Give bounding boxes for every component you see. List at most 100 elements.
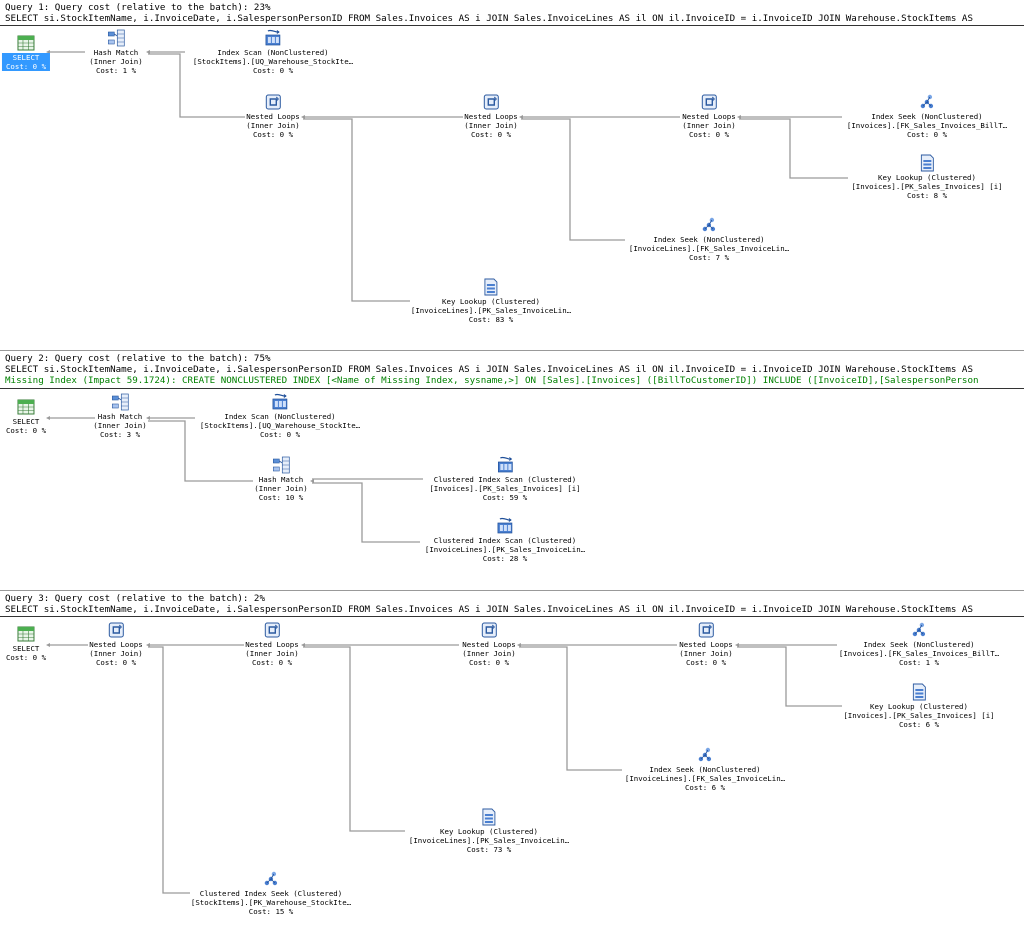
q3-cseek-object: [StockItems].[PK_Warehouse_StockIte… <box>190 898 352 908</box>
q1-key-lookup-invoices-node[interactable]: Key Lookup (Clustered) [Invoices].[PK_Sa… <box>851 154 1003 201</box>
q3-nl2-join: (Inner Join) <box>462 649 516 659</box>
query2-sql[interactable]: SELECT si.StockItemName, i.InvoiceDate, … <box>5 364 973 375</box>
q1-hash-op: Hash Match <box>93 48 139 57</box>
q2-hash-match-1-node[interactable]: Hash Match (Inner Join) Cost: 3 % <box>93 393 147 440</box>
q3-seek1-op: Index Seek (NonClustered) <box>863 640 975 649</box>
q1-kl2-op: Key Lookup (Clustered) <box>442 297 540 306</box>
q2-cscan2-op: Clustered Index Scan (Clustered) <box>433 536 577 545</box>
q3-nested-loops-2-node[interactable]: Nested Loops (Inner Join) Cost: 0 % <box>462 621 516 668</box>
q2-clustered-scan-invoicelines-node[interactable]: Clustered Index Scan (Clustered) [Invoic… <box>425 517 585 564</box>
q3-select-node[interactable]: SELECT Cost: 0 % <box>6 625 46 662</box>
q1-nl2-cost: Cost: 0 % <box>470 130 512 140</box>
query2-divider <box>0 388 1024 389</box>
query1-divider <box>0 25 1024 26</box>
q3-nl2-cost: Cost: 0 % <box>468 658 510 668</box>
q3-kl1-object: [Invoices].[PK_Sales_Invoices] [i] <box>843 711 995 721</box>
nested-loops-icon <box>263 621 281 639</box>
q2-hash2-join: (Inner Join) <box>254 484 308 494</box>
nested-loops-icon <box>482 93 500 111</box>
clustered-index-seek-icon <box>262 870 280 888</box>
q1-seek1-op: Index Seek (NonClustered) <box>871 112 983 121</box>
select-icon <box>17 625 35 643</box>
q1-index-scan-node[interactable]: Index Scan (NonClustered) [StockItems].[… <box>193 29 353 76</box>
q2-clustered-scan-invoices-node[interactable]: Clustered Index Scan (Clustered) [Invoic… <box>429 456 581 503</box>
q3-index-seek-invoicelines-node[interactable]: Index Seek (NonClustered) [InvoiceLines]… <box>625 746 785 793</box>
q1-key-lookup-invoicelines-node[interactable]: Key Lookup (Clustered) [InvoiceLines].[P… <box>411 278 571 325</box>
q3-nested-loops-1-node[interactable]: Nested Loops (Inner Join) Cost: 0 % <box>245 621 299 668</box>
q3-nl2-op: Nested Loops <box>462 640 516 649</box>
q1-select-node[interactable]: SELECT Cost: 0 % <box>1 34 51 72</box>
q2-select-cost: Cost: 0 % <box>5 426 47 436</box>
q1-hash-join: (Inner Join) <box>89 57 143 67</box>
q3-nl3-op: Nested Loops <box>679 640 733 649</box>
q1-nl3-op: Nested Loops <box>682 112 736 121</box>
q3-nl3-cost: Cost: 0 % <box>685 658 727 668</box>
q2-hash1-op: Hash Match <box>97 412 143 421</box>
key-lookup-icon <box>482 278 500 296</box>
q1-iscan-op: Index Scan (NonClustered) <box>217 48 329 57</box>
q2-index-scan-node[interactable]: Index Scan (NonClustered) [StockItems].[… <box>200 393 360 440</box>
q3-seek2-object: [InvoiceLines].[FK_Sales_InvoiceLin… <box>624 774 786 784</box>
query2-title: Query 2: Query cost (relative to the bat… <box>5 353 271 364</box>
q3-nested-loops-3-node[interactable]: Nested Loops (Inner Join) Cost: 0 % <box>679 621 733 668</box>
q3-key-lookup-invoicelines-node[interactable]: Key Lookup (Clustered) [InvoiceLines].[P… <box>409 808 569 855</box>
clustered-index-scan-icon <box>496 456 514 474</box>
nested-loops-icon <box>697 621 715 639</box>
q3-seek2-op: Index Seek (NonClustered) <box>649 765 761 774</box>
index-scan-icon <box>271 393 289 411</box>
q1-kl1-object: [Invoices].[PK_Sales_Invoices] [i] <box>851 182 1003 192</box>
q1-seek1-cost: Cost: 0 % <box>906 130 948 140</box>
q1-nested-loops-1-node[interactable]: Nested Loops (Inner Join) Cost: 0 % <box>246 93 300 140</box>
query1-sql[interactable]: SELECT si.StockItemName, i.InvoiceDate, … <box>5 13 973 24</box>
key-lookup-icon <box>480 808 498 826</box>
index-seek-icon <box>700 216 718 234</box>
q1-kl1-op: Key Lookup (Clustered) <box>878 173 976 182</box>
q3-kl2-object: [InvoiceLines].[PK_Sales_InvoiceLin… <box>408 836 570 846</box>
nested-loops-icon <box>700 93 718 111</box>
q2-iscan-object: [StockItems].[UQ_Warehouse_StockIte… <box>199 421 361 431</box>
query3-sql[interactable]: SELECT si.StockItemName, i.InvoiceDate, … <box>5 604 973 615</box>
q3-kl2-op: Key Lookup (Clustered) <box>440 827 538 836</box>
q2-hash-match-2-node[interactable]: Hash Match (Inner Join) Cost: 10 % <box>254 456 308 503</box>
q1-nl1-op: Nested Loops <box>246 112 300 121</box>
q1-iscan-object: [StockItems].[UQ_Warehouse_StockIte… <box>192 57 354 67</box>
q3-cseek-cost: Cost: 15 % <box>248 907 294 917</box>
q1-index-seek-invoicelines-node[interactable]: Index Seek (NonClustered) [InvoiceLines]… <box>629 216 789 263</box>
q3-key-lookup-invoices-node[interactable]: Key Lookup (Clustered) [Invoices].[PK_Sa… <box>843 683 995 730</box>
q3-clustered-seek-stockitems-node[interactable]: Clustered Index Seek (Clustered) [StockI… <box>191 870 351 917</box>
q3-nl0-cost: Cost: 0 % <box>95 658 137 668</box>
q3-seek2-cost: Cost: 6 % <box>684 783 726 793</box>
q2-hash2-op: Hash Match <box>258 475 304 484</box>
query2-missing-index-hint[interactable]: Missing Index (Impact 59.1724): CREATE N… <box>5 375 979 386</box>
index-seek-icon <box>918 93 936 111</box>
q3-kl1-cost: Cost: 6 % <box>898 720 940 730</box>
nested-loops-icon <box>107 621 125 639</box>
q3-nl1-cost: Cost: 0 % <box>251 658 293 668</box>
q3-select-label: SELECT <box>12 644 40 653</box>
index-scan-icon <box>264 29 282 47</box>
q1-nested-loops-3-node[interactable]: Nested Loops (Inner Join) Cost: 0 % <box>682 93 736 140</box>
hash-match-icon <box>107 29 125 47</box>
q3-seek1-cost: Cost: 1 % <box>898 658 940 668</box>
q1-index-seek-invoices-node[interactable]: Index Seek (NonClustered) [Invoices].[FK… <box>847 93 1007 140</box>
q1-nl3-join: (Inner Join) <box>682 121 736 131</box>
q1-hash-match-node[interactable]: Hash Match (Inner Join) Cost: 1 % <box>89 29 143 76</box>
q1-nl1-cost: Cost: 0 % <box>252 130 294 140</box>
q1-select-label: SELECT <box>12 53 40 62</box>
q2-select-node[interactable]: SELECT Cost: 0 % <box>6 398 46 435</box>
q1-nl3-cost: Cost: 0 % <box>688 130 730 140</box>
q3-nested-loops-0-node[interactable]: Nested Loops (Inner Join) Cost: 0 % <box>89 621 143 668</box>
q1-seek1-object: [Invoices].[FK_Sales_Invoices_BillT… <box>846 121 1008 131</box>
q1-nl2-join: (Inner Join) <box>464 121 518 131</box>
q1-iscan-cost: Cost: 0 % <box>252 66 294 76</box>
q3-cseek-op: Clustered Index Seek (Clustered) <box>199 889 343 898</box>
query3-top-divider <box>0 590 1024 591</box>
q1-nested-loops-2-node[interactable]: Nested Loops (Inner Join) Cost: 0 % <box>464 93 518 140</box>
hash-match-icon <box>272 456 290 474</box>
q3-index-seek-invoices-node[interactable]: Index Seek (NonClustered) [Invoices].[FK… <box>839 621 999 668</box>
query1-title: Query 1: Query cost (relative to the bat… <box>5 2 271 13</box>
key-lookup-icon <box>918 154 936 172</box>
query2-top-divider <box>0 350 1024 351</box>
select-icon <box>17 34 35 52</box>
q3-select-cost: Cost: 0 % <box>5 653 47 663</box>
